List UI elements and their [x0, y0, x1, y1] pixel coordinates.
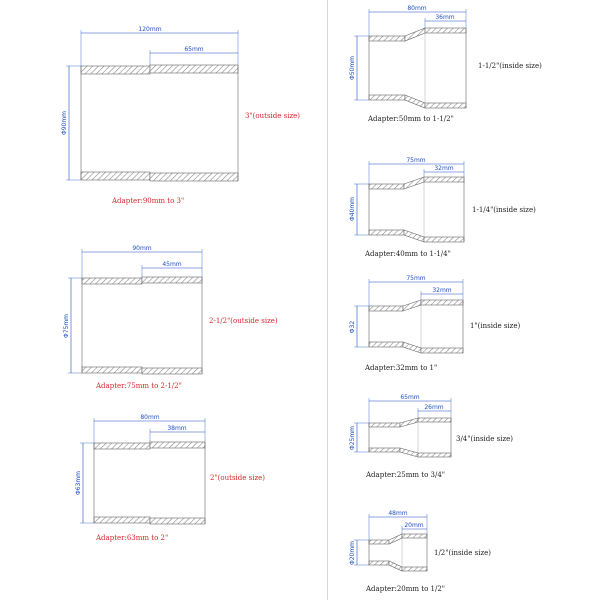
- socket-length-label: 45mm: [162, 261, 181, 268]
- total-length-label: 65mm: [400, 394, 419, 401]
- adapter-drawing-90mm: 120mm 65mm Φ90mm 3"(outside size) Adapte…: [61, 26, 300, 205]
- total-length-label: 75mm: [406, 275, 425, 282]
- adapter-drawing-20mm: 48mm 20mm Φ20mm 1/2"(inside size) Adapte…: [349, 510, 491, 593]
- total-length-label: 90mm: [132, 245, 151, 252]
- diameter-label: Φ25mm: [349, 426, 356, 450]
- total-length-label: 75mm: [406, 157, 425, 164]
- adapter-drawing-63mm: 80mm 38mm Φ63mm 2"(outside size) Adapter…: [75, 414, 265, 542]
- adapter-caption: Adapter:25mm to 3/4": [365, 471, 445, 479]
- adapter-drawing-32mm: 75mm 32mm Φ32 1"(inside size) Adapter:32…: [349, 275, 520, 372]
- adapter-caption: Adapter:32mm to 1": [364, 364, 437, 372]
- socket-length-label: 26mm: [424, 404, 443, 411]
- size-label: 3/4"(inside size): [456, 435, 513, 443]
- adapter-caption: Adapter:63mm to 2": [95, 534, 168, 542]
- adapter-caption: Adapter:40mm to 1-1/4": [364, 250, 451, 258]
- socket-length-label: 38mm: [167, 425, 186, 432]
- size-label: 2"(outside size): [210, 474, 265, 482]
- size-label: 1/2"(inside size): [434, 549, 491, 557]
- total-length-label: 80mm: [140, 414, 159, 421]
- column-divider: [327, 0, 328, 600]
- diameter-label: Φ32: [349, 321, 356, 334]
- diameter-label: Φ50mm: [349, 56, 356, 80]
- adapter-caption: Adapter:20mm to 1/2": [365, 585, 445, 593]
- total-length-label: 120mm: [138, 26, 161, 33]
- size-label: 1-1/2"(inside size): [478, 62, 542, 70]
- socket-length-label: 36mm: [435, 14, 454, 21]
- adapter-caption: Adapter:75mm to 2-1/2": [95, 382, 182, 390]
- diameter-label: Φ20mm: [349, 541, 356, 565]
- diameter-label: Φ63mm: [75, 471, 82, 495]
- diameter-label: Φ90mm: [61, 111, 68, 135]
- socket-length-label: 32mm: [432, 287, 451, 294]
- size-label: 3"(outside size): [245, 112, 300, 120]
- adapter-drawing-25mm: 65mm 26mm Φ25mm 3/4"(inside size) Adapte…: [349, 394, 513, 479]
- adapter-caption: Adapter:90mm to 3": [111, 197, 184, 205]
- size-label: 1"(inside size): [470, 322, 520, 330]
- diameter-label: Φ40mm: [349, 197, 356, 221]
- size-label: 2-1/2"(outside size): [209, 317, 278, 325]
- socket-length-label: 65mm: [184, 46, 203, 53]
- size-label: 1-1/4"(inside size): [472, 206, 536, 214]
- socket-length-label: 32mm: [434, 165, 453, 172]
- socket-length-label: 20mm: [404, 522, 423, 529]
- total-length-label: 80mm: [407, 5, 426, 12]
- total-length-label: 48mm: [388, 510, 407, 517]
- adapter-drawing-75mm: 90mm 45mm Φ75mm 2-1/2"(outside size) Ada…: [63, 245, 278, 390]
- adapter-caption: Adapter:50mm to 1-1/2": [367, 115, 454, 123]
- adapter-drawing-40mm: 75mm 32mm Φ40mm 1-1/4"(inside size) Adap…: [349, 157, 536, 258]
- diameter-label: Φ75mm: [63, 314, 70, 338]
- adapter-drawing-50mm: 80mm 36mm Φ50mm 1-1/2"(inside size) Adap…: [349, 5, 542, 123]
